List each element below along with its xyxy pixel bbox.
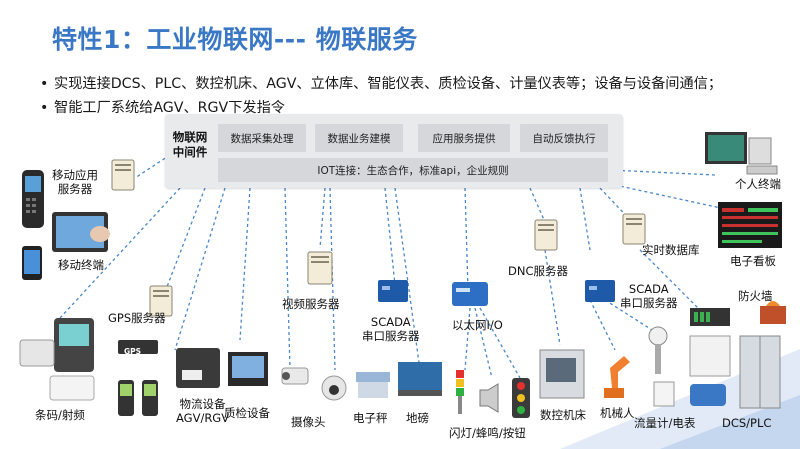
label-dcs-plc: DCS/PLC	[722, 416, 772, 430]
motor-icon	[690, 384, 726, 406]
label-scada-serial-1-line2: 串口服务器	[362, 329, 420, 343]
camera-icon	[281, 367, 309, 385]
label-firewall: 防火墙	[738, 289, 773, 303]
e-board-icon	[718, 202, 782, 248]
serial-server-icon	[378, 280, 408, 302]
label-logistics-line2: AGV/RGV	[176, 411, 230, 425]
label-personal-terminal: 个人终端	[735, 177, 781, 191]
gps-handheld-icon	[118, 380, 134, 416]
bullet-list: 实现连接DCS、PLC、数控机床、AGV、立体库、智能仪表、质检设备、计量仪表等…	[40, 72, 722, 120]
dome-camera-icon	[321, 375, 347, 401]
label-mobile-app-server-line1: 移动应用	[52, 168, 98, 182]
server-icon	[111, 159, 135, 191]
label-scada-serial-1: SCADA 串口服务器	[362, 315, 420, 343]
label-scada-serial-1-line1: SCADA	[370, 315, 411, 329]
rfid-reader-icon	[54, 318, 94, 372]
middleware-label-line2: 中间件	[172, 145, 208, 159]
middleware-label: 物联网 中间件	[168, 130, 212, 160]
label-camera: 摄像头	[291, 415, 326, 429]
gps-handheld-icon	[142, 380, 158, 416]
phone-icon	[22, 246, 42, 280]
flowmeter-icon	[648, 326, 668, 374]
agv-icon	[176, 348, 220, 388]
module-app-service: 应用服务提供	[418, 124, 510, 152]
label-cnc: 数控机床	[540, 408, 586, 422]
label-gps-server: GPS服务器	[108, 311, 166, 325]
label-gps-device: GPS	[124, 347, 142, 356]
control-cabinet-icon	[739, 335, 781, 409]
ethernet-io-icon	[452, 282, 488, 306]
server-icon	[307, 251, 333, 285]
barcode-printer-icon	[19, 339, 55, 367]
meter-icon	[653, 381, 675, 407]
label-scada-serial-2-line2: 串口服务器	[620, 296, 678, 310]
label-ethernet-io: 以太网I/O	[452, 318, 503, 332]
label-logistics: 物流设备 AGV/RGV	[176, 397, 229, 425]
middleware-label-line1: 物联网	[172, 130, 208, 144]
label-weighbridge: 地磅	[406, 411, 429, 425]
serial-server-icon	[585, 280, 615, 302]
bullet-item: 智能工厂系统给AGV、RGV下发指令	[40, 96, 722, 120]
module-data-collection: 数据采集处理	[218, 124, 306, 152]
gps-device-icon	[118, 340, 158, 354]
label-robot: 机械人	[600, 406, 635, 420]
label-mobile-app-server-line2: 服务器	[57, 182, 93, 196]
card-icon	[49, 375, 95, 401]
page-title: 特性1：工业物联网--- 物联服务	[52, 25, 418, 54]
label-realtime-db: 实时数据库	[642, 243, 700, 257]
cnc-machine-icon	[539, 349, 585, 399]
tablet-icon	[52, 212, 110, 252]
handheld-scanner-icon	[22, 170, 44, 228]
weighbridge-icon	[398, 362, 442, 396]
label-flowmeter: 流量计/电表	[634, 416, 696, 430]
label-e-board: 电子看板	[730, 254, 776, 268]
computer-icon	[705, 132, 778, 175]
label-quality: 质检设备	[224, 406, 270, 420]
bullet-item: 实现连接DCS、PLC、数控机床、AGV、立体库、智能仪表、质检设备、计量仪表等…	[40, 72, 722, 96]
module-auto-feedback: 自动反馈执行	[520, 124, 608, 152]
scale-icon	[356, 372, 390, 398]
label-alarm: 闪灯/蜂鸣/按钮	[449, 426, 526, 440]
firewall-icon	[760, 301, 786, 324]
label-barcode-rfid: 条码/射频	[35, 408, 85, 422]
server-icon	[534, 219, 558, 251]
signal-lamp-icon	[456, 370, 464, 414]
quality-device-icon	[228, 352, 268, 386]
label-scada-serial-2: SCADA 串口服务器	[620, 282, 678, 310]
label-dnc-server: DNC服务器	[508, 264, 568, 278]
label-scale: 电子秤	[353, 411, 388, 425]
plc-rack-icon	[690, 308, 730, 326]
label-logistics-line1: 物流设备	[179, 397, 226, 411]
module-data-modeling: 数据业务建模	[315, 124, 403, 152]
iot-connection-bar: IOT连接：生态合作，标准api，企业规则	[218, 158, 608, 182]
buzzer-icon	[479, 383, 499, 413]
button-box-icon	[512, 378, 530, 418]
plc-module-icon	[689, 335, 731, 377]
label-scada-serial-2-line1: SCADA	[628, 282, 669, 296]
label-mobile-terminal: 移动终端	[58, 258, 104, 272]
robot-arm-icon	[604, 356, 630, 398]
label-mobile-app-server: 移动应用 服务器	[52, 168, 98, 196]
server-icon	[149, 285, 173, 317]
label-video-server: 视频服务器	[282, 297, 340, 311]
server-icon	[622, 213, 646, 245]
